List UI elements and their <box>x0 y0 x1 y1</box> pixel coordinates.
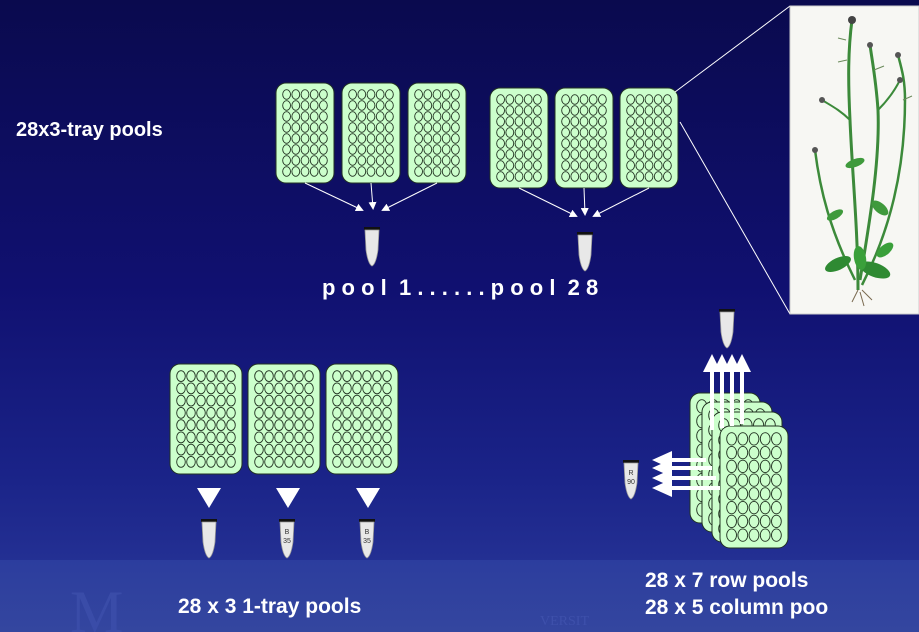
row-pools-label: 28 x 7 row pools <box>645 569 809 592</box>
arrow-down-2 <box>276 488 300 508</box>
tube-pool-1 <box>364 227 380 267</box>
tube-pool-28 <box>577 232 593 272</box>
bottom-band <box>0 560 919 632</box>
tube-label-bottom: 90 <box>627 479 635 486</box>
arrow-down-3 <box>356 488 380 508</box>
stack-tray-4 <box>719 425 789 549</box>
pool-range-label: p o o l 1 . . . . . . p o o l 2 8 <box>322 275 599 300</box>
tray-bottom-1 <box>169 363 243 475</box>
arrow-pool1-b <box>368 182 377 210</box>
tray-top-3 <box>407 82 467 184</box>
tube-label-bottom: 35 <box>283 538 291 545</box>
arrow-pool28-a <box>518 187 578 217</box>
tube-label-bottom: 35 <box>363 538 371 545</box>
tube-tray-3: B 35 <box>359 519 375 559</box>
tray-bottom-3 <box>325 363 399 475</box>
tube-tray-1 <box>201 519 217 559</box>
watermark-logo: M <box>70 579 123 632</box>
watermark-text: VERSIT <box>540 614 589 629</box>
column-pool-arrows <box>703 354 751 430</box>
tube-label-top: R <box>628 470 633 477</box>
column-pools-label: 28 x 5 column poo <box>645 596 829 619</box>
tube-row-pool: R 90 <box>623 460 639 500</box>
three-tray-pools-label: 28x3-tray pools <box>16 119 163 141</box>
tube-column-pool <box>719 309 735 349</box>
tray-top-2 <box>341 82 401 184</box>
arrow-pool28-c <box>592 187 650 217</box>
arrow-pool1-c <box>381 182 438 211</box>
tube-label-top: B <box>285 529 290 536</box>
arrow-down-1 <box>197 488 221 508</box>
tray-top-6 <box>619 87 679 189</box>
plant-illustration <box>812 16 913 307</box>
tray-bottom-2 <box>247 363 321 475</box>
tray-top-4 <box>489 87 549 189</box>
tray-top-1 <box>275 82 335 184</box>
arrow-pool28-b <box>580 187 589 216</box>
one-tray-pools-label: 28 x 3 1-tray pools <box>178 595 362 618</box>
tube-label-top: B <box>365 529 370 536</box>
plant-card <box>674 5 919 315</box>
tube-tray-2: B 35 <box>279 519 295 559</box>
tray-top-5 <box>554 87 614 189</box>
arrow-pool1-a <box>304 182 364 212</box>
row-pool-arrows <box>652 451 720 497</box>
